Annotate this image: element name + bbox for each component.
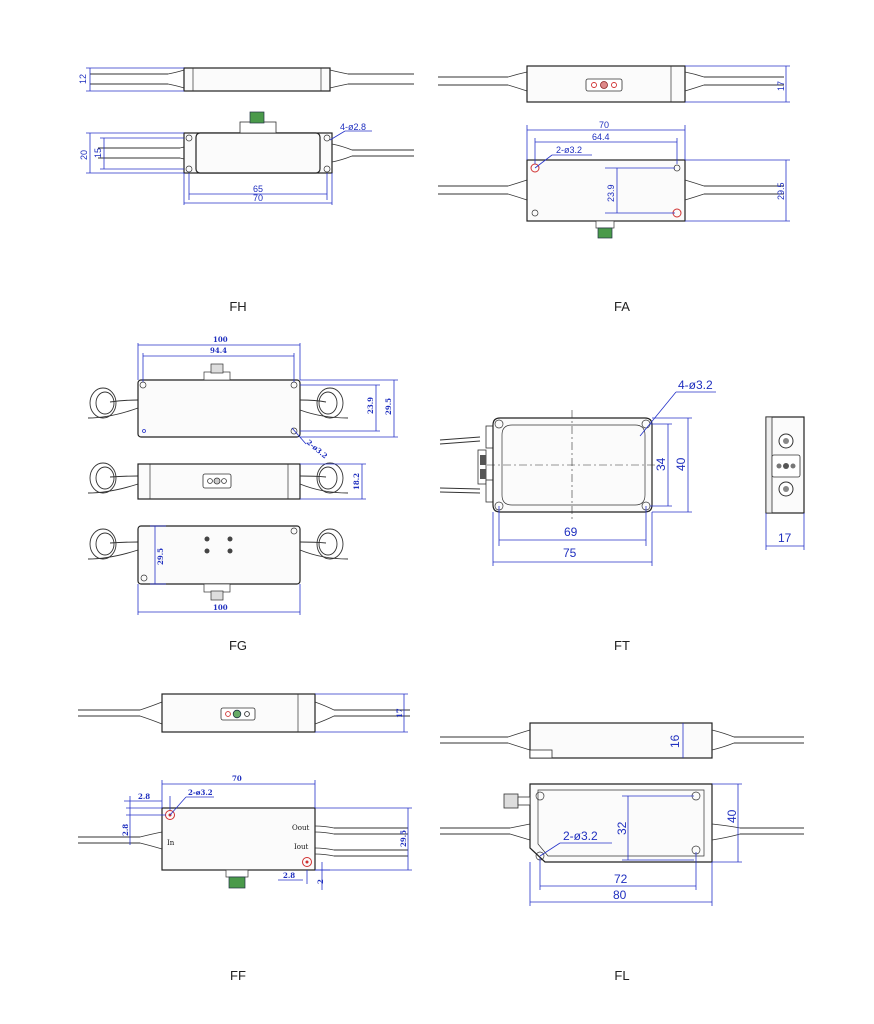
ff-height-top: 17: [395, 708, 404, 718]
caption-fa: FA: [614, 299, 630, 314]
ff-offset-bx: 2.8: [283, 871, 295, 880]
caption-fh: FH: [229, 299, 246, 314]
fh-height-inner: 15: [93, 148, 103, 158]
ft-height-outer: 40: [674, 457, 688, 471]
fl-width-inner: 72: [614, 872, 628, 886]
fh-height-outer: 20: [79, 150, 89, 160]
fg-width-outer: 100: [213, 335, 228, 344]
fa-width-inner: 64.4: [592, 132, 610, 142]
fh-width-outer: 70: [253, 193, 263, 203]
ft-width-inner: 69: [564, 525, 578, 539]
fh-hole-note: 4-ø2.8: [340, 122, 366, 132]
fh-drawing: 12 4-ø2.8 20 15 65 70: [78, 67, 414, 205]
fa-height-top: 17: [776, 81, 786, 91]
fl-width-outer: 80: [613, 888, 627, 902]
caption-ft: FT: [614, 638, 630, 653]
fa-hole-span: 23.9: [606, 184, 616, 202]
ff-port-iout: Iout: [294, 843, 308, 851]
ff-width: 70: [232, 774, 242, 783]
ff-height: 29.5: [399, 830, 408, 847]
ff-hole-note: 2-ø3.2: [188, 788, 213, 797]
fg-hole-span: 23.9: [366, 397, 375, 414]
fl-height-top: 16: [668, 734, 682, 748]
fa-hole-note: 2-ø3.2: [556, 145, 582, 155]
ff-port-oout: Oout: [292, 824, 309, 832]
fa-height-outer: 29.5: [776, 182, 786, 200]
ft-side-width: 17: [778, 531, 792, 545]
caption-fl: FL: [614, 968, 629, 983]
fl-hole-span: 32: [615, 821, 629, 835]
fg-height-bottom: 29.5: [156, 548, 165, 565]
fh-height-top: 12: [78, 74, 88, 84]
fa-width-outer: 70: [599, 120, 609, 130]
fl-hole-note: 2-ø3.2: [563, 829, 598, 843]
ft-hole-note: 4-ø3.2: [678, 378, 713, 392]
fg-width-inner: 94.4: [210, 346, 227, 355]
fl-drawing: 16 2-ø3.2 32 40 72 80: [440, 722, 804, 906]
fg-width-bottom: 100: [213, 603, 228, 612]
ff-drawing: 17 In Oout Iout 70 2.8 2-ø3.2 2.8 29.5 2…: [78, 693, 412, 890]
fg-height-outer: 29.5: [384, 398, 393, 415]
ff-offset-by: 2: [316, 879, 325, 884]
ft-height-inner: 34: [654, 457, 668, 471]
fh-width-inner: 65: [253, 184, 263, 194]
ff-offset-y: 2.8: [121, 824, 130, 836]
fg-height-mid: 18.2: [352, 473, 361, 490]
caption-fg: FG: [229, 638, 247, 653]
ft-drawing: 4-ø3.2 34 40 69 75 17: [439, 378, 805, 566]
fg-drawing: 100 94.4 23.9 29.5 2-ø3.2 18.2: [87, 335, 398, 615]
caption-ff: FF: [230, 968, 246, 983]
fl-height: 40: [725, 809, 739, 823]
fa-drawing: 17 70 64.4 2-ø3.2 23.9 29.5: [438, 65, 790, 239]
fg-hole-note: 2-ø3.2: [305, 438, 330, 461]
ff-offset-x: 2.8: [138, 792, 150, 801]
ff-port-in: In: [167, 839, 175, 847]
ft-width-outer: 75: [563, 546, 577, 560]
